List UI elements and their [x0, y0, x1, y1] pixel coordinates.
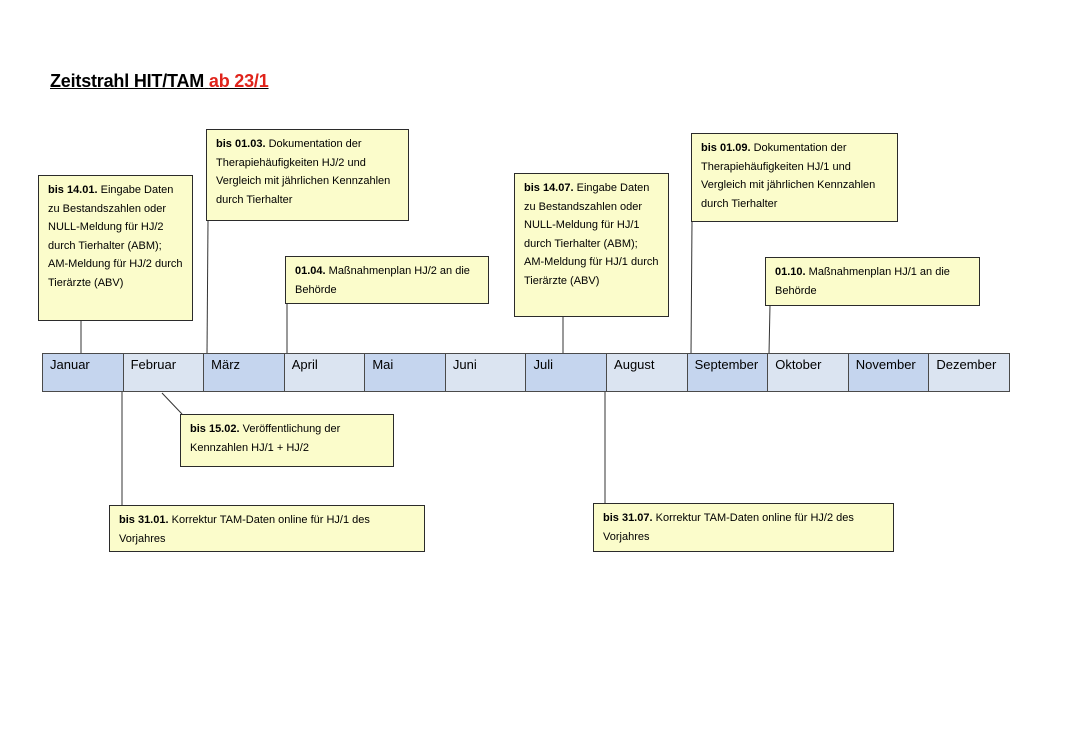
- note-jul14-text: Eingabe Daten zu Bestandszahlen oder NUL…: [524, 182, 659, 287]
- connector-feb15: [161, 392, 183, 415]
- month-september: September: [687, 354, 769, 391]
- connector-oct01: [768, 304, 771, 355]
- title-main: Zeitstrahl HIT/TAM: [50, 71, 205, 91]
- connector-sep01: [690, 220, 693, 355]
- month-oktober: Oktober: [768, 354, 849, 391]
- month-august: August: [607, 354, 688, 391]
- month-april: April: [284, 354, 366, 391]
- month-februar: Februar: [123, 354, 205, 391]
- note-oct01-date: 01.10.: [775, 266, 806, 278]
- note-mar01: bis 01.03. Dokumentation der Therapiehäu…: [206, 129, 409, 221]
- note-jan31-text: Korrektur TAM-Daten online für HJ/1 des …: [119, 514, 370, 545]
- month-november: November: [848, 354, 930, 391]
- title-highlight: ab 23/1: [208, 71, 269, 91]
- month-mai: Mai: [365, 354, 446, 391]
- note-feb15: bis 15.02. Veröffentlichung der Kennzahl…: [180, 414, 394, 467]
- note-jul31-date: bis 31.07.: [603, 512, 653, 524]
- month-juli: Juli: [526, 354, 608, 391]
- note-feb15-text: Veröffentlichung der Kennzahlen HJ/1 + H…: [190, 423, 341, 454]
- note-sep01: bis 01.09. Dokumentation der Therapiehäu…: [691, 133, 898, 222]
- note-jul31: bis 31.07. Korrektur TAM-Daten online fü…: [593, 503, 894, 552]
- note-jan14-text: Eingabe Daten zu Bestandszahlen oder NUL…: [48, 184, 183, 289]
- note-feb15-date: bis 15.02.: [190, 423, 240, 435]
- page-title: Zeitstrahl HIT/TAM ab 23/1: [50, 71, 269, 92]
- connector-mar01: [206, 220, 209, 355]
- month-januar: Januar: [43, 354, 124, 391]
- month-maerz: März: [204, 354, 285, 391]
- note-mar01-date: bis 01.03.: [216, 138, 266, 150]
- month-juni: Juni: [445, 354, 527, 391]
- note-apr01-text: Maßnahmenplan HJ/2 an die Behörde: [295, 265, 470, 296]
- note-jan14: bis 14.01. Eingabe Daten zu Bestandszahl…: [38, 175, 193, 321]
- note-oct01: 01.10. Maßnahmenplan HJ/1 an die Behörde: [765, 257, 980, 306]
- note-jan31-date: bis 31.01.: [119, 514, 169, 526]
- note-sep01-date: bis 01.09.: [701, 142, 751, 154]
- note-apr01: 01.04. Maßnahmenplan HJ/2 an die Behörde: [285, 256, 489, 304]
- note-jul31-text: Korrektur TAM-Daten online für HJ/2 des …: [603, 512, 854, 543]
- note-mar01-text: Dokumentation der Therapiehäufigkeiten H…: [216, 138, 391, 206]
- note-jan14-date: bis 14.01.: [48, 184, 98, 196]
- timeline-bar: Januar Februar März April Mai Juni Juli …: [42, 353, 1010, 392]
- note-jan31: bis 31.01. Korrektur TAM-Daten online fü…: [109, 505, 425, 552]
- note-jul14-date: bis 14.07.: [524, 182, 574, 194]
- note-sep01-text: Dokumentation der Therapiehäufigkeiten H…: [701, 142, 876, 210]
- note-jul14: bis 14.07. Eingabe Daten zu Bestandszahl…: [514, 173, 669, 317]
- note-apr01-date: 01.04.: [295, 265, 326, 277]
- note-oct01-text: Maßnahmenplan HJ/1 an die Behörde: [775, 266, 950, 297]
- month-dezember: Dezember: [929, 354, 1009, 391]
